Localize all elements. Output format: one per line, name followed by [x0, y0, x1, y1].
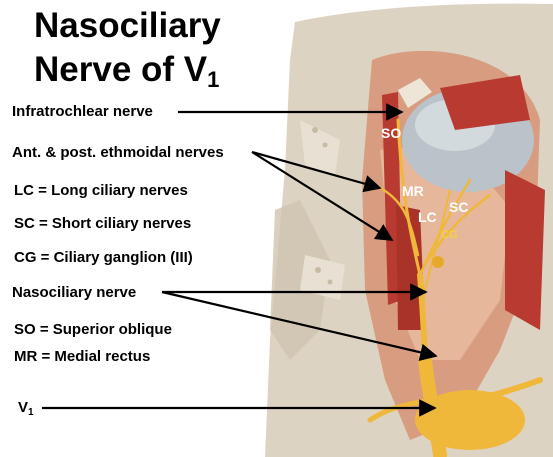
- bone-pores: [322, 142, 328, 148]
- label-v1-subscript: 1: [28, 407, 34, 418]
- label-ethmoidal-nerves: Ant. & post. ethmoidal nerves: [12, 144, 224, 161]
- slide-title: Nasociliary Nerve of V1: [34, 4, 221, 102]
- bone-pores: [312, 127, 318, 133]
- legend-short-ciliary: SC = Short ciliary nerves: [14, 215, 192, 232]
- legend-ciliary-ganglion: CG = Ciliary ganglion (III): [14, 249, 193, 266]
- illus-label-sc: SC: [449, 199, 469, 215]
- illus-label-lc: LC: [418, 209, 437, 225]
- legend-medial-rectus: MR = Medial rectus: [14, 348, 151, 365]
- title-line-2: Nerve of V: [34, 50, 208, 89]
- ciliary-ganglion: [432, 256, 444, 268]
- label-v1: V1: [18, 399, 34, 418]
- bone-pores: [315, 267, 321, 273]
- superior-muscle: [440, 75, 530, 130]
- legend-long-ciliary: LC = Long ciliary nerves: [14, 182, 188, 199]
- arrow-ethmoidal-anterior: [251, 150, 382, 193]
- trigeminal-ganglion: [415, 390, 525, 450]
- label-v1-text: V: [18, 399, 29, 416]
- arrow-ethmoidal-posterior: [251, 151, 394, 241]
- title-line-1: Nasociliary: [34, 6, 221, 45]
- legend-superior-oblique: SO = Superior oblique: [14, 321, 172, 338]
- label-infratrochlear-nerve: Infratrochlear nerve: [12, 103, 153, 120]
- pointer-arrows: [42, 103, 438, 417]
- illus-label-so: SO: [381, 125, 402, 141]
- lateral-muscle: [505, 170, 545, 330]
- title-subscript: 1: [207, 67, 220, 92]
- arrow-nasociliary-lower: [161, 290, 438, 361]
- bone-pores: [327, 279, 333, 285]
- bone-texture: [300, 120, 345, 300]
- illus-label-mr: MR: [402, 183, 424, 199]
- label-nasociliary-nerve: Nasociliary nerve: [12, 284, 137, 301]
- illus-label-cg: CG: [441, 229, 458, 241]
- tendon: [398, 78, 432, 108]
